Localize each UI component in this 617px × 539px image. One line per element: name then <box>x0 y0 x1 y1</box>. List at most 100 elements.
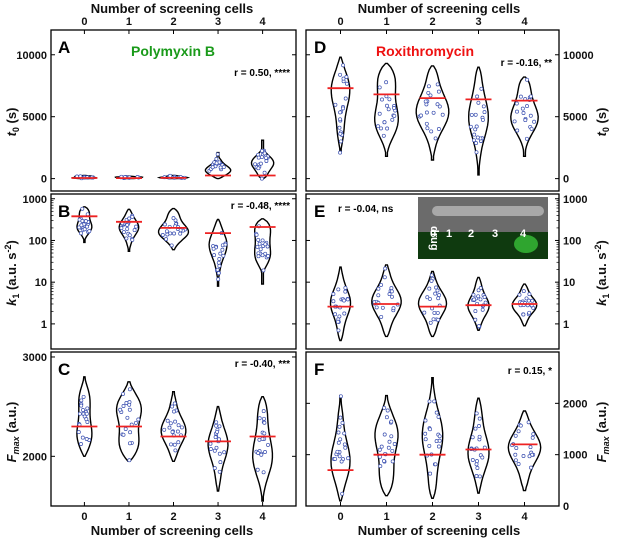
data-point-F-2 <box>436 414 441 419</box>
data-point-C-3 <box>214 420 219 425</box>
data-point-C-4 <box>262 420 267 425</box>
data-point-D-0 <box>344 81 349 86</box>
data-point-D-3 <box>469 112 474 117</box>
data-point-D-1 <box>384 80 389 85</box>
data-point-D-1 <box>380 97 384 102</box>
data-point-D-1 <box>382 120 387 125</box>
inset-cell-label-3: 3 <box>492 228 498 240</box>
data-point-F-3 <box>477 416 482 421</box>
x-tick-label-bottom: 0 <box>81 511 87 523</box>
y-tick-label: 10 <box>35 277 47 289</box>
drug-name-polymyxin: Polymyxin B <box>131 43 215 59</box>
inset-fluorescent-cell <box>514 235 538 253</box>
data-point-D-1 <box>377 85 382 90</box>
data-point-F-3 <box>480 455 485 460</box>
y-tick-label: 100 <box>563 235 581 247</box>
data-point-C-2 <box>168 421 173 426</box>
data-point-D-2 <box>435 82 440 87</box>
violin-F-2 <box>421 377 444 499</box>
data-point-F-0 <box>337 424 342 429</box>
data-point-E-2 <box>436 296 441 301</box>
data-point-C-1 <box>118 407 123 412</box>
data-point-C-2 <box>173 448 178 453</box>
data-point-E-1 <box>376 293 381 298</box>
data-point-E-1 <box>376 286 381 291</box>
inset-cell-label-0: 0 <box>430 228 436 240</box>
data-point-F-0 <box>337 454 342 459</box>
data-point-B-3 <box>220 247 225 252</box>
y-tick-label: 5000 <box>563 112 587 124</box>
x-tick-label-bottom: 4 <box>260 511 267 523</box>
data-point-D-4 <box>518 94 523 99</box>
panel-letter-A: A <box>58 38 70 57</box>
data-point-C-2 <box>167 425 172 430</box>
data-point-B-3 <box>223 242 228 247</box>
panel-letter-F: F <box>314 360 324 379</box>
violin-A-4 <box>250 139 275 180</box>
data-point-C-2 <box>176 440 181 445</box>
data-point-C-1 <box>128 430 133 435</box>
data-point-D-3 <box>473 112 478 117</box>
inset-channel-band <box>432 206 544 216</box>
data-point-E-1 <box>382 275 387 280</box>
data-point-C-2 <box>172 409 176 414</box>
data-point-D-2 <box>426 90 431 95</box>
data-point-B-3 <box>212 253 217 258</box>
data-point-C-2 <box>162 427 167 432</box>
y-tick-label: 5000 <box>23 112 47 124</box>
data-point-D-2 <box>429 129 434 134</box>
data-point-C-4 <box>257 437 262 442</box>
inset-cell-label-4: 4 <box>520 228 527 240</box>
x-tick-label-top: 1 <box>126 16 132 28</box>
violin-C-1 <box>115 381 142 462</box>
data-point-F-4 <box>527 454 532 459</box>
data-point-C-4 <box>261 470 266 475</box>
y-axis-title-fmax-left: Fmax (a.u.) <box>4 402 21 463</box>
data-point-B-0 <box>83 219 88 224</box>
bottom-x-axis-title-left: Number of screening cells <box>91 523 254 538</box>
data-point-D-2 <box>419 113 423 118</box>
data-point-C-1 <box>127 387 132 392</box>
data-point-A-4 <box>264 155 268 160</box>
data-point-F-3 <box>470 435 475 440</box>
data-point-F-2 <box>437 434 442 439</box>
data-point-C-0 <box>80 435 85 440</box>
data-point-E-0 <box>333 312 338 317</box>
data-point-E-2 <box>427 296 432 301</box>
data-point-B-3 <box>217 257 222 261</box>
data-point-B-1 <box>125 226 130 231</box>
data-point-F-2 <box>437 438 442 443</box>
data-point-B-4 <box>254 232 259 237</box>
violin-E-4 <box>511 283 538 327</box>
data-point-C-2 <box>170 430 175 434</box>
data-point-F-3 <box>474 411 479 416</box>
data-point-D-1 <box>392 113 397 118</box>
data-point-D-0 <box>338 139 343 144</box>
data-point-D-2 <box>424 121 429 126</box>
data-point-C-0 <box>79 398 84 403</box>
data-point-A-4 <box>259 155 264 160</box>
data-point-A-3 <box>215 152 220 157</box>
data-point-F-1 <box>390 459 395 464</box>
data-point-B-4 <box>258 247 263 252</box>
data-point-F-2 <box>432 399 437 404</box>
stat-label-F: r = 0.15, * <box>508 366 552 377</box>
data-point-E-1 <box>383 266 388 271</box>
data-point-C-1 <box>121 432 126 437</box>
data-point-C-1 <box>127 407 132 412</box>
data-point-C-3 <box>213 435 218 440</box>
data-point-C-3 <box>215 429 220 434</box>
y-axis-title-fmax-right: Fmax (a.u.) <box>594 402 611 463</box>
data-point-F-3 <box>477 434 482 439</box>
data-point-C-4 <box>259 452 264 457</box>
data-point-A-4 <box>258 161 263 166</box>
data-point-B-3 <box>221 253 226 258</box>
y-tick-label: 1000 <box>563 450 587 462</box>
data-point-F-2 <box>433 462 438 467</box>
data-point-B-3 <box>217 263 222 268</box>
data-point-C-3 <box>214 423 219 428</box>
data-point-D-3 <box>481 104 486 109</box>
violin-C-2 <box>160 391 187 462</box>
data-point-A-4 <box>253 162 258 167</box>
data-point-D-0 <box>344 75 349 79</box>
